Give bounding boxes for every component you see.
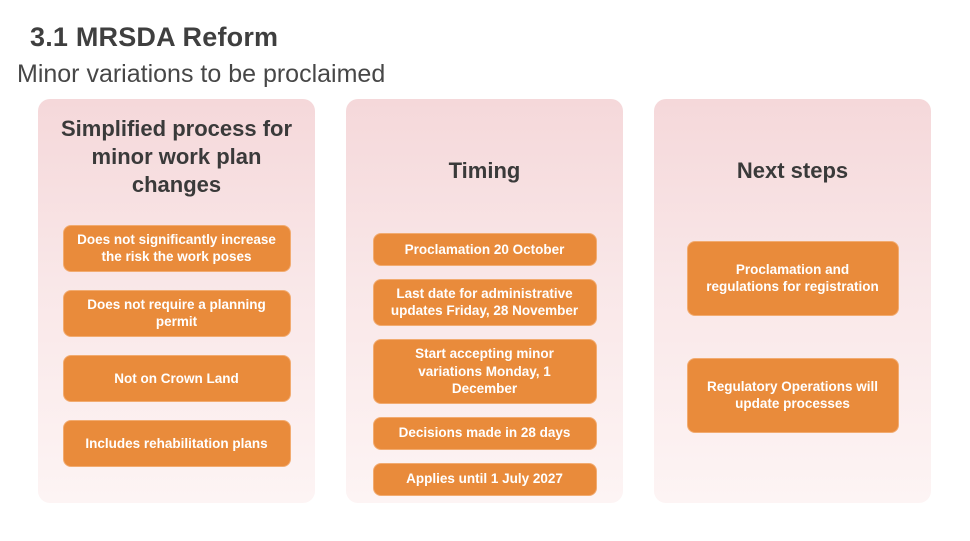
panel-items: Proclamation 20 October Last date for ad… <box>362 232 607 496</box>
info-box: Does not require a planning permit <box>62 289 291 337</box>
info-box: Last date for administrative updates Fri… <box>372 278 597 327</box>
info-box: Regulatory Operations will update proces… <box>686 357 899 433</box>
panel-next-steps: Next steps Proclamation and regulations … <box>654 99 931 503</box>
info-box: Includes rehabilitation plans <box>62 420 291 467</box>
info-box: Proclamation and regulations for registr… <box>686 240 899 316</box>
panel-heading: Next steps <box>736 158 849 183</box>
panel-items: Proclamation and regulations for registr… <box>670 240 915 433</box>
info-box: Proclamation 20 October <box>372 232 597 266</box>
panel-heading: Timing <box>448 158 521 183</box>
slide-subtitle: Minor variations to be proclaimed <box>17 60 386 88</box>
panel-simplified-process: Simplified process for minor work plan c… <box>38 99 315 503</box>
panels-row: Simplified process for minor work plan c… <box>38 99 931 503</box>
info-box: Decisions made in 28 days <box>372 416 597 450</box>
info-box: Start accepting minor variations Monday,… <box>372 339 597 404</box>
info-box: Applies until 1 July 2027 <box>372 462 597 496</box>
panel-items: Does not significantly increase the risk… <box>54 224 299 467</box>
info-box: Does not significantly increase the risk… <box>62 224 291 272</box>
slide-title: 3.1 MRSDA Reform <box>30 22 279 52</box>
panel-heading: Simplified process for minor work plan c… <box>60 116 293 197</box>
info-box: Not on Crown Land <box>62 355 291 402</box>
panel-timing: Timing Proclamation 20 October Last date… <box>346 99 623 503</box>
